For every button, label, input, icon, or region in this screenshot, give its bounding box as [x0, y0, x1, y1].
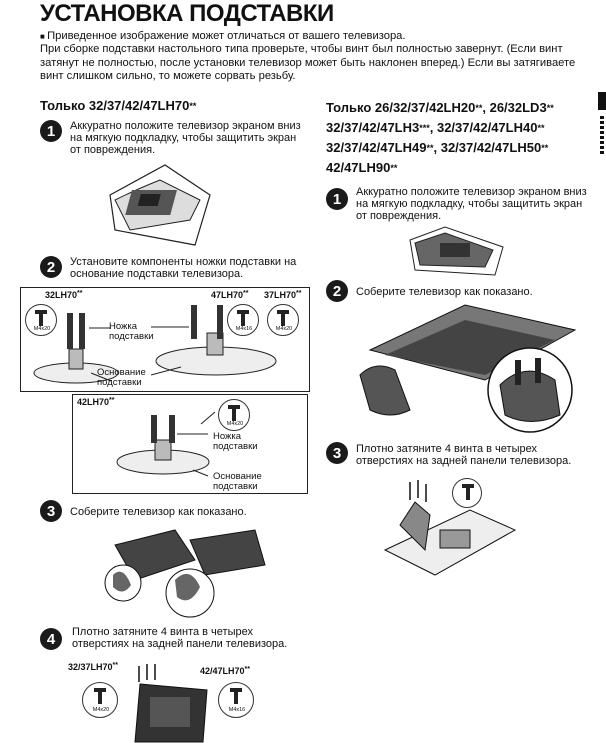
right-step-2-text: Соберите телевизор как показано.	[356, 286, 533, 298]
screw-m4x20-icon: M4x20	[218, 399, 250, 431]
model-label-37lh70: 37LH70**	[264, 290, 302, 300]
model-label-42-47lh70: 42/47LH70**	[200, 666, 250, 676]
tv-back-screws-illustration	[383, 480, 517, 576]
right-column-title: Только 26/32/37/42LH20**, 26/32LD3** 32/…	[326, 100, 554, 175]
left-step-3-number: 3	[40, 500, 62, 522]
page-title: УСТАНОВКА ПОДСТАВКИ	[40, 0, 334, 27]
tv-stand-attach-closeup-illustration	[359, 304, 577, 433]
stand-parts-illustration	[33, 305, 277, 384]
side-tab-text-marker	[600, 116, 604, 156]
stand-assembly-box-1: 32LH70** 47LH70** 37LH70** M4x20 M4x16 M…	[20, 287, 310, 392]
model-label-42lh70: 42LH70**	[77, 397, 115, 407]
left-step-1-text: Аккуратно положите телевизор экраном вни…	[70, 120, 301, 156]
screw-m4x20-icon: M4x20	[82, 682, 118, 718]
left-step-4-text: Плотно затяните 4 винта в четырех отверс…	[72, 626, 288, 650]
right-step-1-number: 1	[326, 188, 348, 210]
screw-m4x16-icon: M4x16	[227, 304, 259, 336]
model-label-32-37lh70: 32/37LH70**	[68, 662, 118, 672]
right-step-2-number: 2	[326, 280, 348, 302]
left-step-3-text: Соберите телевизор как показано.	[70, 506, 247, 518]
tv-face-down-illustration	[409, 226, 504, 276]
right-step-1-text: Аккуратно положите телевизор экраном вни…	[356, 186, 587, 222]
intro-warning: При сборке подставки настольного типа пр…	[40, 43, 576, 82]
tv-face-down-illustration	[109, 164, 211, 246]
screw-m4x20-icon: M4x20	[267, 304, 299, 336]
left-step-4-number: 4	[40, 628, 62, 650]
screw-m4x16-icon: M4x16	[218, 682, 254, 718]
left-column-title: Только 32/37/42/47LH70**	[40, 98, 197, 113]
intro-text: Приведенное изображение может отличаться…	[40, 30, 590, 83]
left-step-2-text: Установите компоненты ножки подставки на…	[70, 256, 297, 280]
model-label-32lh70: 32LH70**	[45, 290, 83, 300]
screw-icon	[452, 478, 482, 508]
tv-stand-attach-illustration	[104, 529, 266, 618]
screw-m4x20-icon: M4x20	[25, 304, 57, 336]
right-step-3-text: Плотно затяните 4 винта в четырех отверс…	[356, 443, 572, 467]
left-step-2-number: 2	[40, 256, 62, 278]
model-label-47lh70: 47LH70**	[211, 290, 249, 300]
right-step-3-number: 3	[326, 442, 348, 464]
tv-back-screws-illustration	[134, 664, 208, 743]
left-step-1-number: 1	[40, 120, 62, 142]
intro-note: Приведенное изображение может отличаться…	[40, 30, 590, 43]
stand-42lh70-illustration	[116, 411, 216, 477]
side-tab-marker	[598, 92, 606, 110]
